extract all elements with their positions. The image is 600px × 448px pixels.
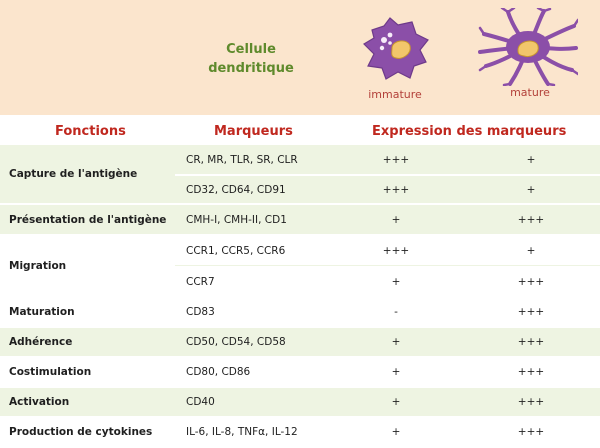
cell-title-line2: dendritique <box>208 61 294 76</box>
expression-immature: + <box>391 275 401 288</box>
expression-mature: + <box>526 244 536 257</box>
table-row: Activation CD40 + +++ <box>0 388 600 418</box>
cell-title: Cellule dendritique <box>196 40 306 78</box>
expression-mature: +++ <box>517 396 545 408</box>
expression-mature: +++ <box>517 213 545 226</box>
function-label: Production de cytokines <box>9 426 153 438</box>
header-band: Cellule dendritique immature <box>0 0 600 115</box>
stage-immature-label: immature <box>368 88 422 101</box>
marker-cell: CCR1, CCR5, CCR6 <box>186 244 286 257</box>
column-header-fonctions: Fonctions <box>55 124 126 139</box>
expression-immature: + <box>391 366 401 378</box>
table-row: Adhérence CD50, CD54, CD58 + +++ <box>0 328 600 358</box>
table-row: Maturation CD83 - +++ <box>0 298 600 328</box>
row-divider <box>175 265 600 266</box>
marker-cell: CD50, CD54, CD58 <box>186 336 286 348</box>
marker-cell: CD40 <box>186 396 215 408</box>
function-label: Migration <box>9 260 67 272</box>
expression-immature: - <box>394 306 398 318</box>
marker-cell: CD80, CD86 <box>186 366 251 378</box>
expression-immature: +++ <box>382 183 410 196</box>
table-row: Capture de l'antigène CR, MR, TLR, SR, C… <box>0 145 600 205</box>
cell-title-line1: Cellule <box>226 42 276 57</box>
function-label: Adhérence <box>9 336 73 348</box>
expression-mature: +++ <box>517 366 545 378</box>
table-row: Production de cytokines IL-6, IL-8, TNFα… <box>0 418 600 448</box>
expression-immature: + <box>391 213 401 226</box>
immature-dendritic-cell-icon <box>363 17 429 80</box>
expression-immature: +++ <box>382 244 410 257</box>
stage-mature-label: mature <box>510 86 550 99</box>
function-label: Costimulation <box>9 366 92 378</box>
expression-mature: +++ <box>517 275 545 288</box>
mature-dendritic-cell-icon <box>478 8 578 86</box>
marker-cell: CD83 <box>186 306 215 318</box>
row-divider <box>175 174 600 176</box>
expression-immature: +++ <box>382 153 410 166</box>
expression-mature: + <box>526 183 536 196</box>
column-header-expression: Expression des marqueurs <box>372 124 567 139</box>
expression-mature: +++ <box>517 306 545 318</box>
expression-immature: + <box>391 426 401 438</box>
expression-mature: +++ <box>517 426 545 438</box>
function-label: Présentation de l'antigène <box>9 213 167 226</box>
expression-immature: + <box>391 396 401 408</box>
marker-cell: CMH-I, CMH-II, CD1 <box>186 213 287 226</box>
table-row: Migration CCR1, CCR5, CCR6 +++ + CCR7 + … <box>0 236 600 298</box>
marker-cell: CR, MR, TLR, SR, CLR <box>186 153 298 166</box>
marker-cell: CD32, CD64, CD91 <box>186 183 286 196</box>
table-row: Présentation de l'antigène CMH-I, CMH-II… <box>0 205 600 236</box>
function-label: Capture de l'antigène <box>9 168 138 180</box>
function-label: Maturation <box>9 306 75 318</box>
marker-cell: IL-6, IL-8, TNFα, IL-12 <box>186 426 298 438</box>
expression-mature: + <box>526 153 536 166</box>
expression-immature: + <box>391 336 401 348</box>
function-label: Activation <box>9 396 70 408</box>
expression-mature: +++ <box>517 336 545 348</box>
marker-cell: CCR7 <box>186 275 215 288</box>
column-header-marqueurs: Marqueurs <box>214 124 293 139</box>
table-row: Costimulation CD80, CD86 + +++ <box>0 358 600 388</box>
